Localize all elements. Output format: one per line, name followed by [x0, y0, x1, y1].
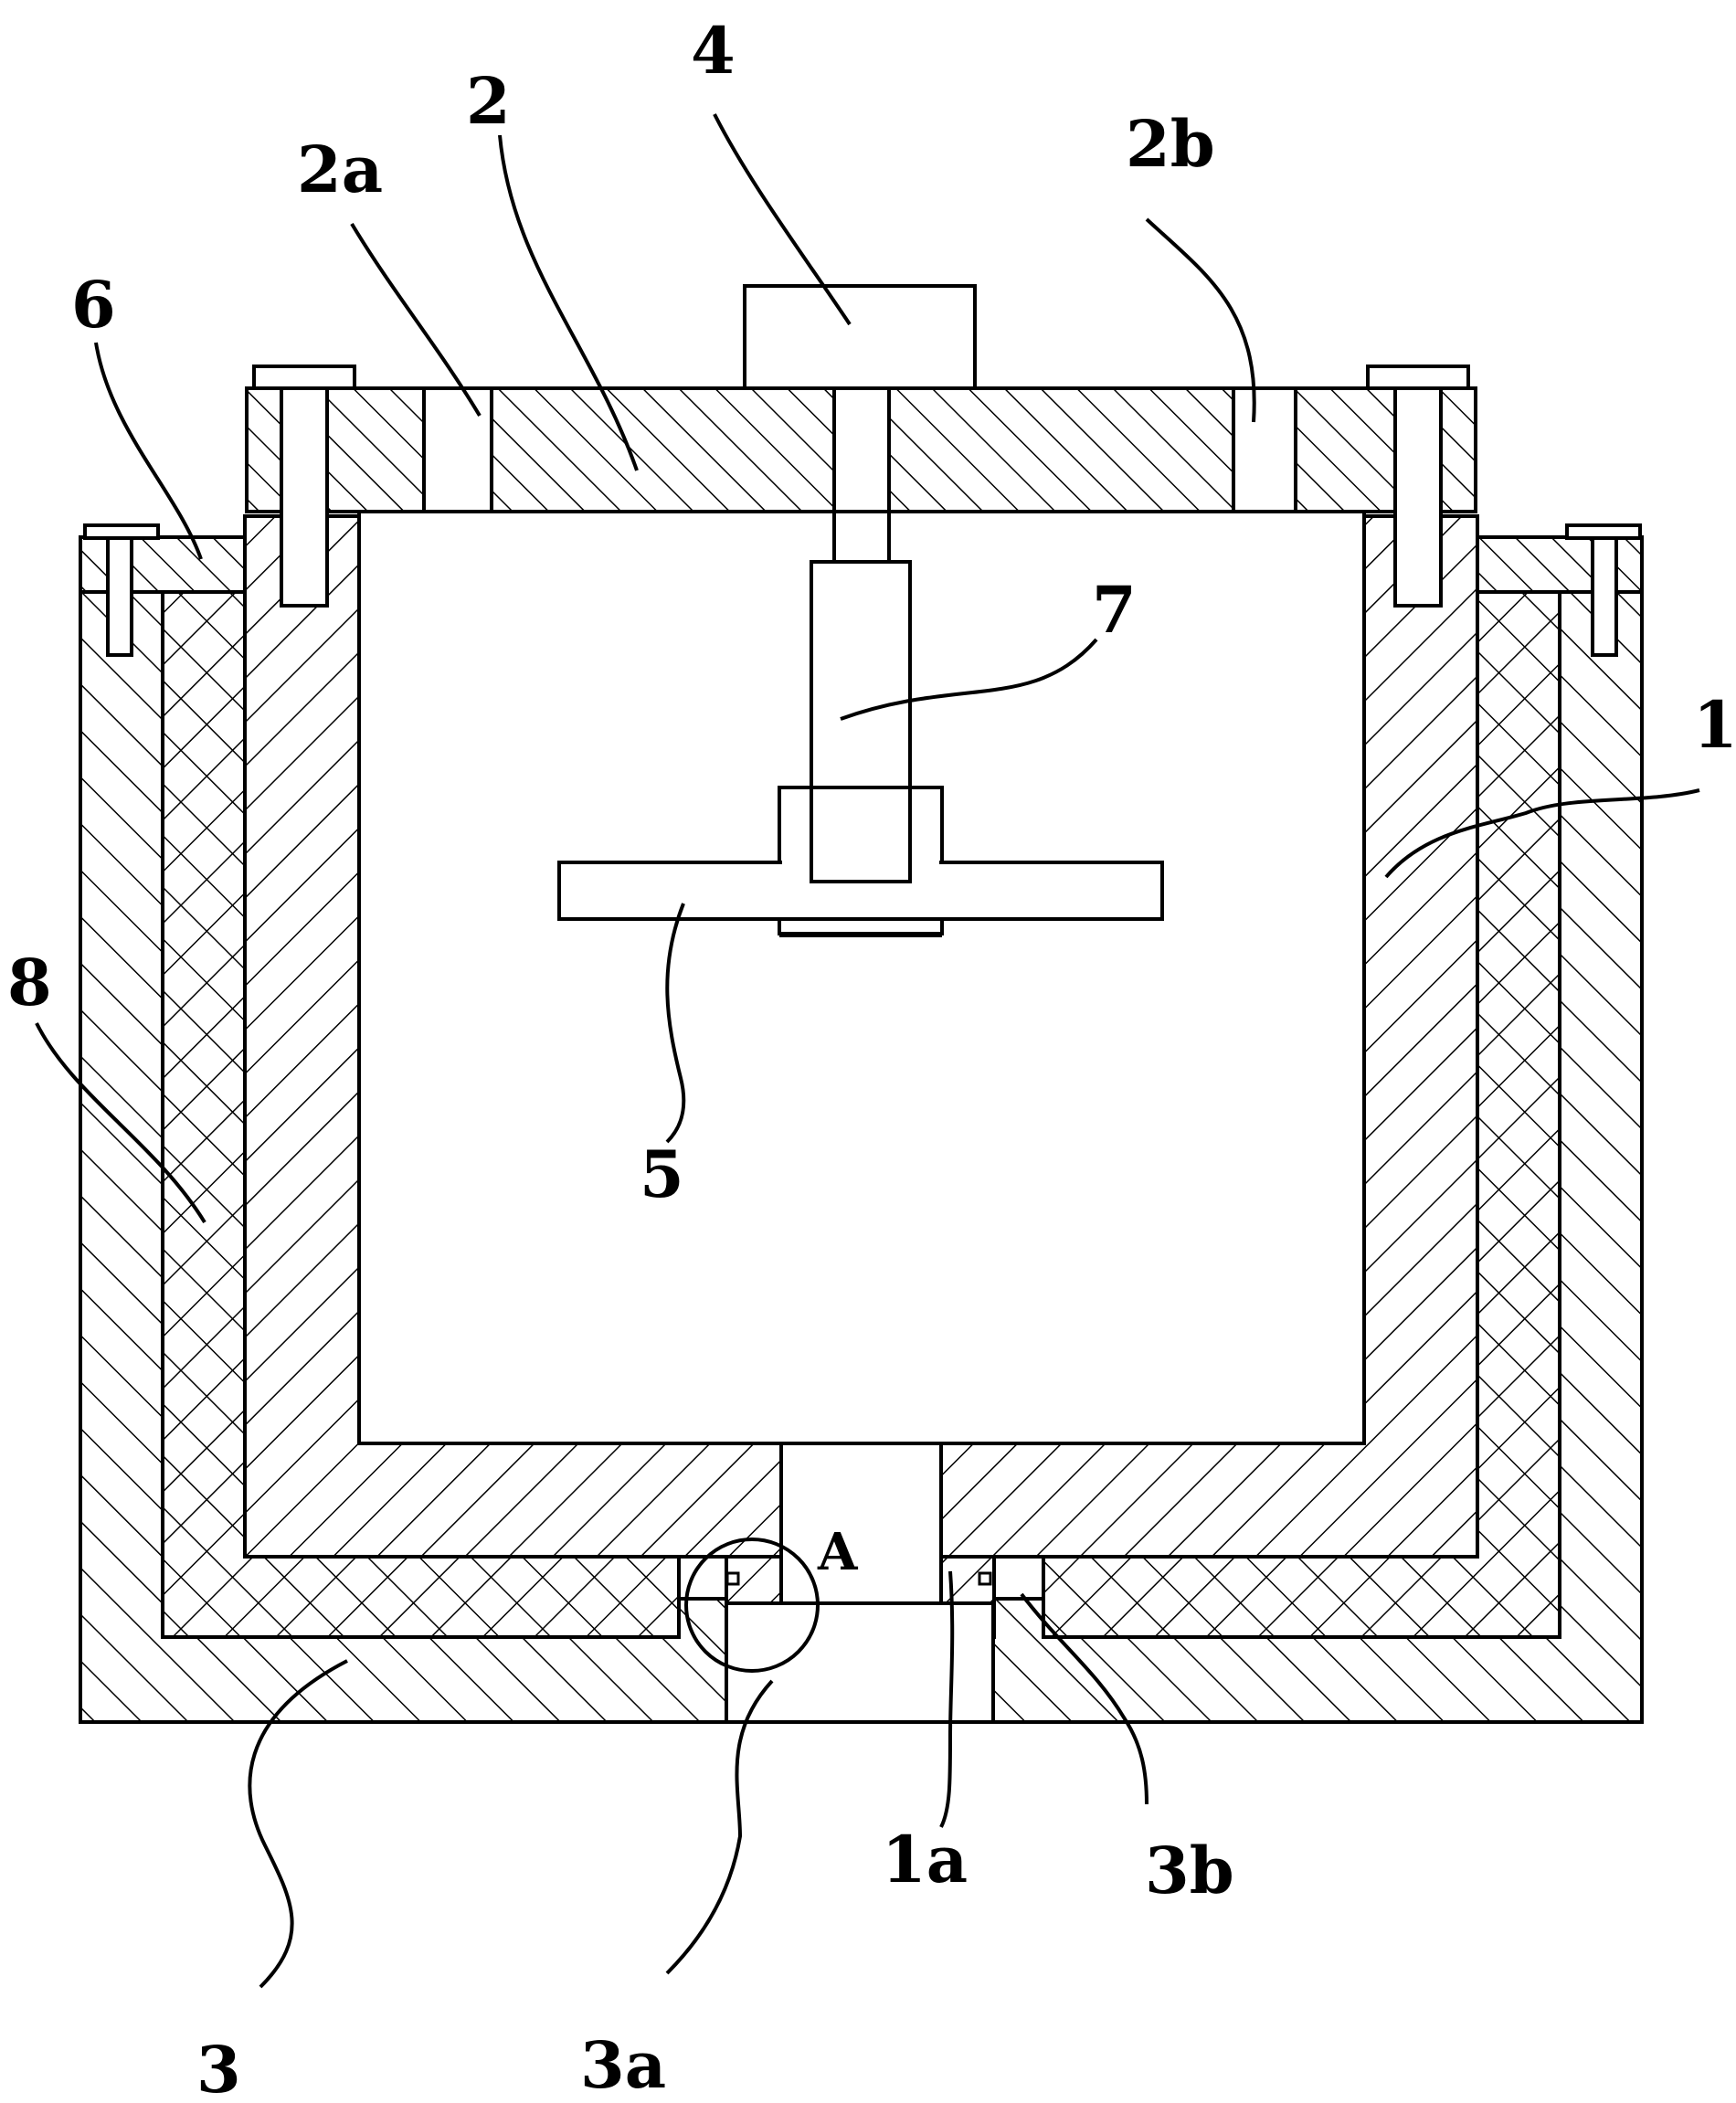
leader-8 — [35, 1022, 206, 1224]
leader-5 — [665, 903, 686, 1144]
leader-1a — [939, 1570, 955, 1828]
label-a: A — [817, 1522, 859, 1582]
leader-2b — [1145, 217, 1256, 423]
port-2a — [422, 386, 493, 513]
leader-3a — [665, 1679, 774, 1975]
leader-6 — [94, 342, 203, 560]
seal-square-right — [978, 1571, 992, 1586]
label-6: 6 — [71, 267, 116, 343]
rim-bolt-head-left — [83, 523, 160, 540]
leader-2a — [350, 222, 482, 417]
rim-bolt-head-right — [1565, 523, 1642, 540]
seal-square-left — [725, 1571, 740, 1586]
label-2b: 2b — [1126, 106, 1215, 182]
bottom-outlet-1a — [779, 1442, 943, 1606]
leader-3 — [248, 1659, 348, 1989]
leader-4 — [713, 113, 852, 326]
label-3: 3 — [196, 2032, 241, 2103]
label-2: 2 — [466, 63, 511, 139]
shaft-7-lower — [810, 786, 912, 883]
label-7: 7 — [1092, 572, 1137, 648]
discharge-opening-3a — [725, 1601, 995, 1724]
leader-7 — [840, 638, 1098, 721]
label-1a: 1a — [882, 1822, 968, 1897]
rim-flange-6-left — [79, 535, 247, 594]
rim-bolt-shank-right — [1591, 536, 1618, 657]
label-3b: 3b — [1145, 1833, 1234, 1908]
label-1: 1 — [1693, 687, 1736, 763]
motor-4 — [743, 284, 977, 390]
leader-3b — [1020, 1592, 1149, 1805]
label-4: 4 — [691, 13, 736, 89]
detail-circle-a — [684, 1538, 820, 1673]
lid-bolt-head-left — [252, 365, 356, 390]
lid-bolt-shank-left — [280, 386, 329, 608]
rim-bolt-shank-left — [106, 536, 133, 657]
hub-front — [782, 791, 939, 917]
label-3a: 3a — [580, 2027, 666, 2103]
port-2b — [1232, 386, 1297, 513]
shaft-7-upper — [832, 510, 891, 564]
lid-bolt-head-right — [1366, 365, 1470, 390]
leader-1 — [1384, 788, 1700, 879]
label-2a: 2a — [297, 132, 383, 207]
label-5: 5 — [640, 1136, 684, 1212]
shaft-hole — [832, 386, 891, 518]
lid-bolt-shank-right — [1393, 386, 1443, 608]
leader-2 — [498, 134, 639, 471]
label-8: 8 — [7, 945, 52, 1020]
